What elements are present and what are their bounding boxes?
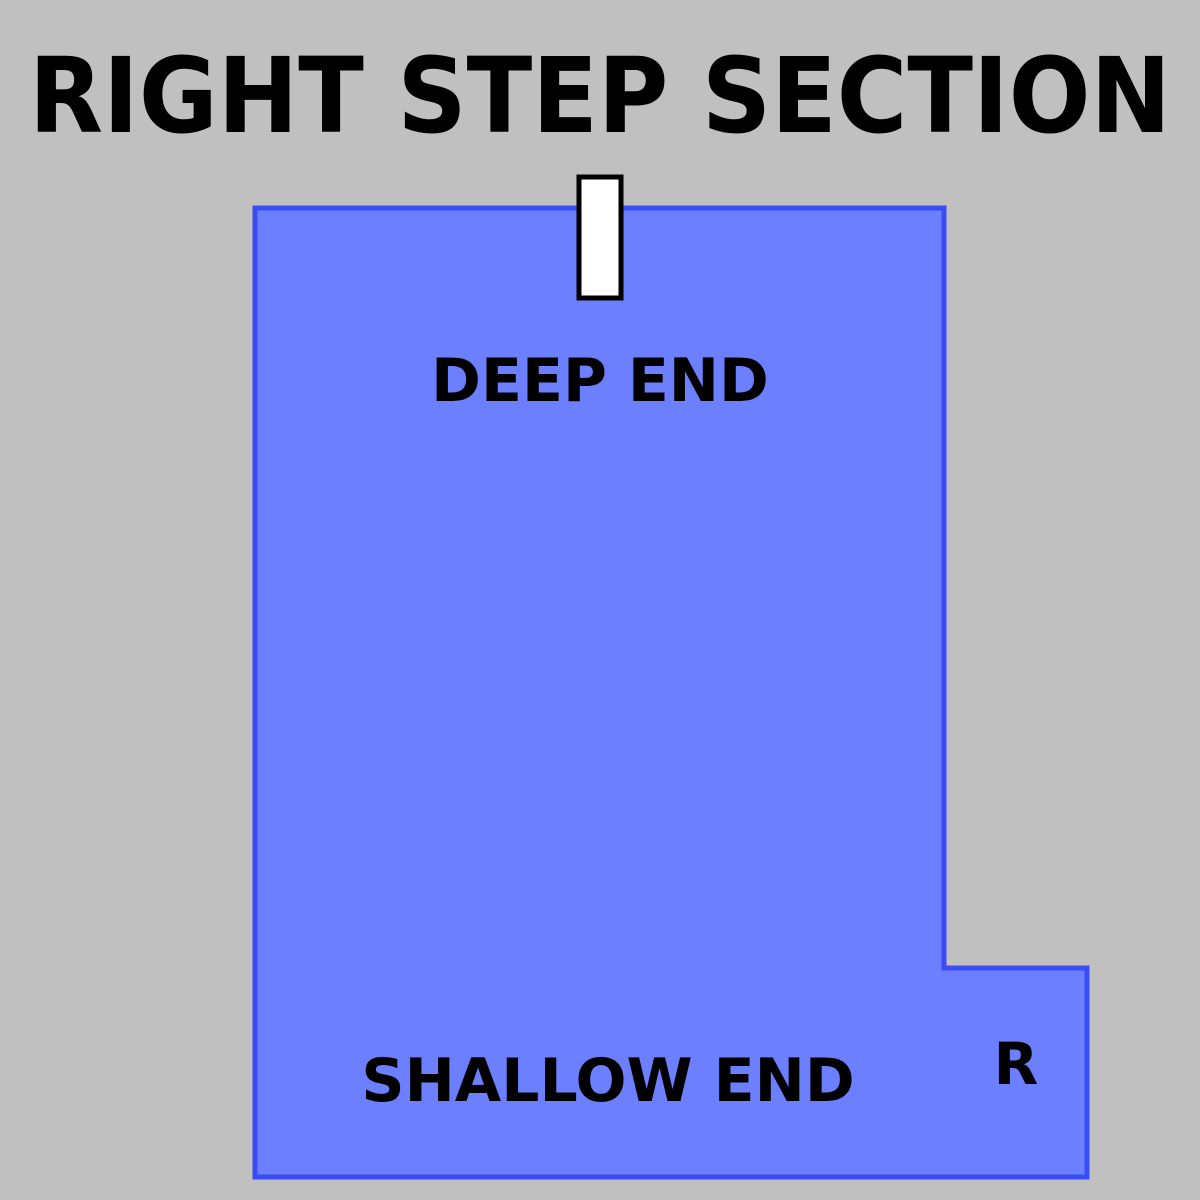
- diving-board: [576, 174, 624, 301]
- right-step-marker: R: [994, 1030, 1039, 1098]
- shallow-end-label: SHALLOW END: [361, 1046, 854, 1116]
- deep-end-label: DEEP END: [431, 346, 769, 416]
- pool-outline: [252, 205, 1090, 1180]
- page-title: RIGHT STEP SECTION: [29, 35, 1171, 157]
